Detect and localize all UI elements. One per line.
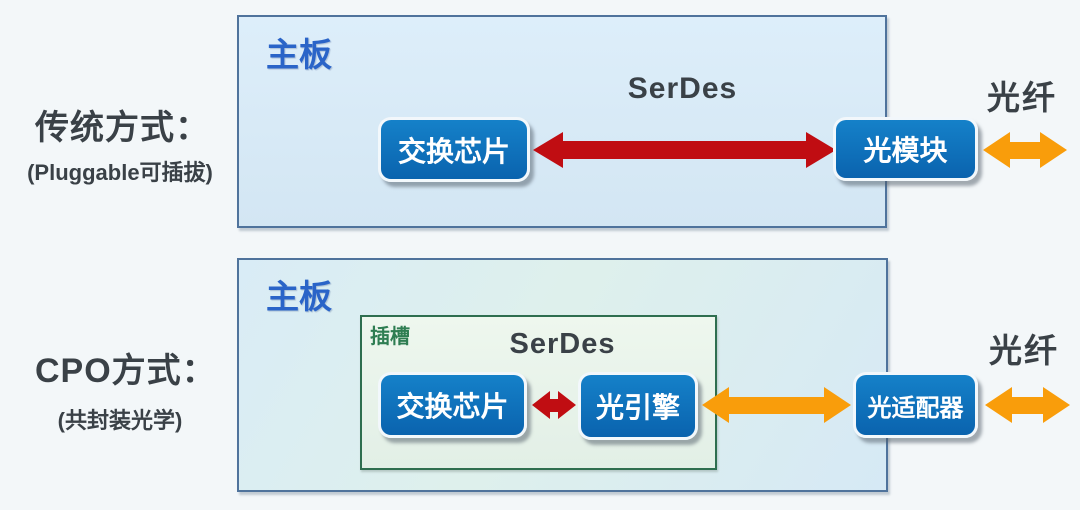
traditional-fiber-label: 光纤 (987, 79, 1057, 116)
arrow-right-head-icon (558, 391, 576, 419)
arrow-right-head-icon (806, 132, 836, 168)
arrow-left-head-icon (533, 132, 563, 168)
traditional-caption-sub: (Pluggable可插拔) (27, 160, 213, 185)
traditional-serdes-label: SerDes (627, 72, 738, 105)
arrow-shaft (1010, 141, 1040, 159)
engine-to-adapter-arrow (702, 387, 851, 423)
arrow-left-head-icon (985, 387, 1012, 423)
optical-engine-box: 光引擎 (578, 372, 698, 440)
socket-slot-label: 插槽 (370, 326, 410, 348)
arrow-left-head-icon (702, 387, 729, 423)
traditional-mainboard-label: 主板 (266, 36, 332, 73)
arrow-left-head-icon (983, 132, 1010, 168)
cpo-caption-title: CPO方式： (35, 352, 217, 390)
cpo-mainboard-label: 主板 (266, 278, 332, 315)
optical-adapter-box: 光适配器 (853, 372, 978, 438)
traditional-switch-chip-box: 交换芯片 (378, 117, 530, 182)
arrow-shaft (729, 396, 824, 414)
traditional-caption-title: 传统方式： (35, 109, 210, 147)
arrow-shaft (1012, 396, 1043, 414)
fiber-arrow-cpo (985, 387, 1070, 423)
serdes-arrow-traditional (533, 132, 836, 168)
serdes-arrow-cpo (532, 391, 576, 419)
arrow-shaft (563, 141, 806, 159)
arrow-left-head-icon (532, 391, 550, 419)
arrow-right-head-icon (1040, 132, 1067, 168)
traditional-mainboard-box (237, 15, 887, 228)
optical-module-box: 光模块 (833, 117, 978, 181)
cpo-switch-chip-box: 交换芯片 (378, 372, 527, 438)
fiber-arrow-traditional (983, 132, 1067, 168)
cpo-caption-sub: (共封装光学) (57, 408, 183, 433)
cpo-fiber-label: 光纤 (989, 332, 1059, 369)
arrow-right-head-icon (1043, 387, 1070, 423)
arrow-shaft (550, 398, 558, 412)
cpo-serdes-label: SerDes (509, 328, 616, 360)
arrow-right-head-icon (824, 387, 851, 423)
